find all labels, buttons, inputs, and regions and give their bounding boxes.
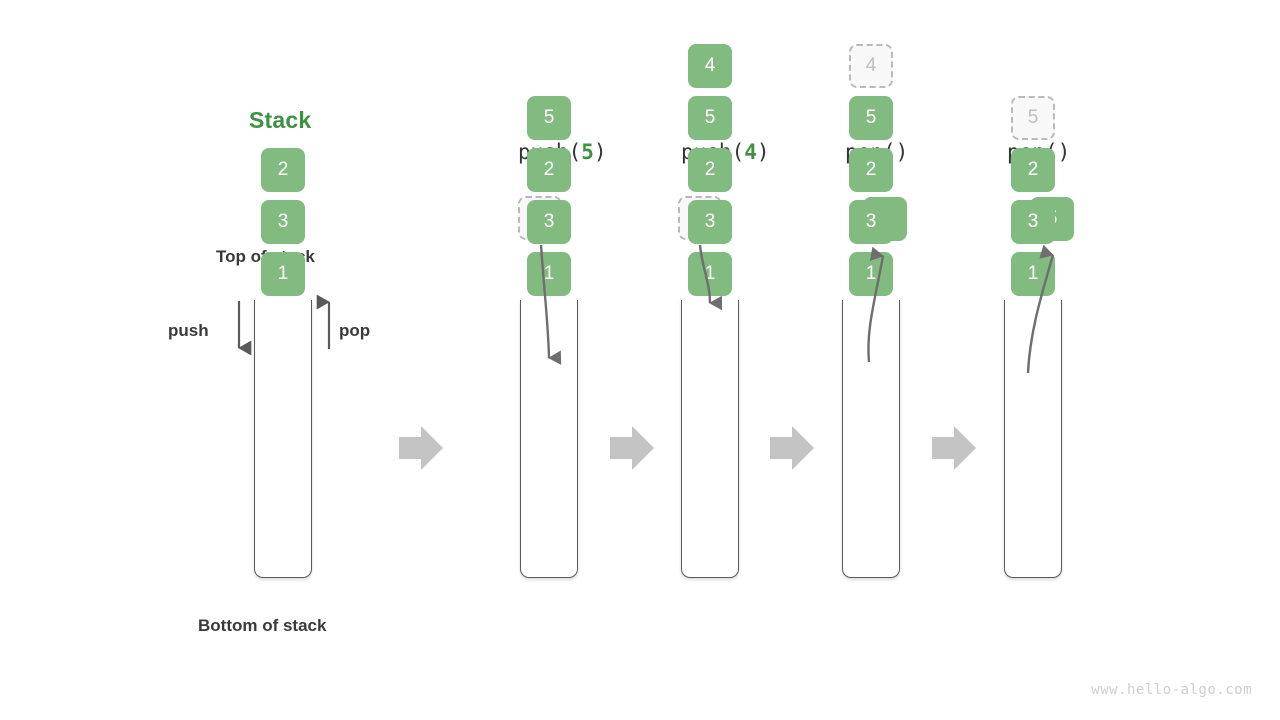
stack-items: 1 3 2 5 4 <box>684 18 736 296</box>
label-push: push <box>168 321 209 340</box>
stack-container <box>842 300 900 578</box>
stack-items: 1 3 2 5 <box>1007 18 1059 296</box>
stack-container <box>254 300 312 578</box>
stack-element: 3 <box>261 200 305 244</box>
stack-items: 1 3 2 5 <box>523 18 575 296</box>
flow-arrow-icon <box>932 426 976 470</box>
stack-items: 1 3 2 <box>257 18 309 296</box>
stack-element: 5 <box>688 96 732 140</box>
stack-container <box>1004 300 1062 578</box>
stack-element: 3 <box>1011 200 1055 244</box>
stack-items: 1 3 2 5 4 <box>845 18 897 296</box>
op-suffix: ) <box>756 140 770 164</box>
flow-arrow-icon <box>770 426 814 470</box>
stack-element: 3 <box>688 200 732 244</box>
label-bottom-of-stack: Bottom of stack <box>198 616 327 635</box>
stack-element: 3 <box>527 200 571 244</box>
stack-element: 2 <box>1011 148 1055 192</box>
op-suffix: ) <box>895 140 909 164</box>
stack-element: 5 <box>527 96 571 140</box>
flow-arrow-icon <box>610 426 654 470</box>
stack-element: 3 <box>849 200 893 244</box>
op-arg: 5 <box>581 140 594 164</box>
stack-element: 4 <box>688 44 732 88</box>
stack-element: 2 <box>261 148 305 192</box>
op-suffix: ) <box>593 140 607 164</box>
vacated-slot-4: 4 <box>849 44 893 88</box>
vacated-slot-5: 5 <box>1011 96 1055 140</box>
stack-container <box>681 300 739 578</box>
stack-element: 1 <box>688 252 732 296</box>
stack-element: 1 <box>261 252 305 296</box>
watermark: www.hello-algo.com <box>1091 682 1252 698</box>
label-pop: pop <box>339 321 371 340</box>
op-arg: 4 <box>744 140 757 164</box>
page-title: Stack <box>249 107 312 133</box>
stack-element: 1 <box>527 252 571 296</box>
op-suffix: ) <box>1057 140 1071 164</box>
stack-element: 2 <box>688 148 732 192</box>
stack-element: 1 <box>1011 252 1055 296</box>
stack-element: 2 <box>849 148 893 192</box>
flow-arrow-icon <box>399 426 443 470</box>
stack-element: 5 <box>849 96 893 140</box>
stack-element: 2 <box>527 148 571 192</box>
stack-element: 1 <box>849 252 893 296</box>
stack-container <box>520 300 578 578</box>
